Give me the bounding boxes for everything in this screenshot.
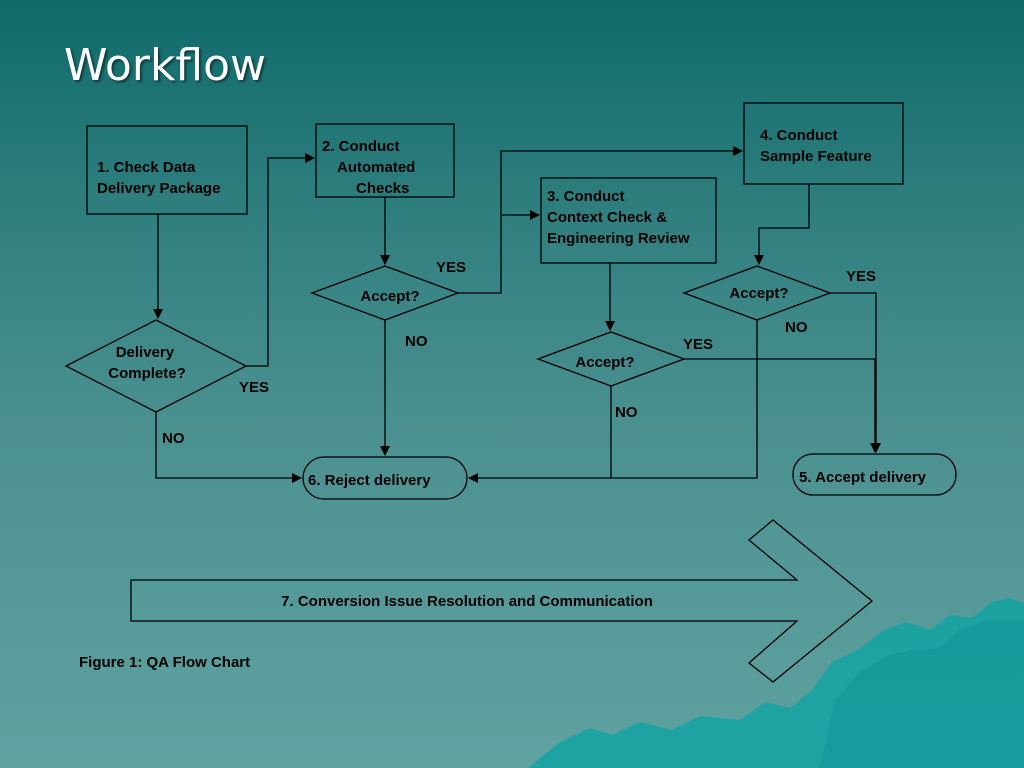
automated-checks-label: 2. Conduct Automated Checks [322,138,420,197]
connector-sample-no [611,320,758,479]
accept-label-automated: Accept? [360,288,419,305]
check-package-box [86,125,248,215]
sample-feature-box [743,102,904,185]
connector-context-no [468,386,612,483]
connector-sample-yes [830,292,881,453]
resolution-label: 7. Conversion Issue Resolution and Commu… [281,593,653,610]
accept-delivery-label: 5. Accept delivery [799,469,927,486]
connector-sample-to-accept [754,184,810,265]
reject-delivery-label: 6. Reject delivery [308,472,431,489]
mountain-highlight [820,620,1024,768]
context-check-box [540,177,717,264]
delivery-complete-label: Delivery Complete? [108,344,186,382]
connector-automated-yes-branch [458,146,743,294]
connector-complete-yes [246,153,315,367]
context-check-label: 3. Conduct Context Check & Engineering R… [547,188,690,247]
slide-title: Workflow [64,40,267,91]
reject-delivery-terminal [302,456,468,500]
no-label-complete: NO [162,430,185,447]
check-package-label: 1. Check Data Delivery Package [97,159,220,197]
connector-context-yes [684,358,880,453]
resolution-arrow [130,519,874,683]
yes-label-sample: YES [846,268,876,285]
yes-label-context: YES [683,336,713,353]
accept-label-sample: Accept? [729,285,788,302]
no-label-context: NO [615,404,638,421]
connector-complete-no [155,412,302,483]
figure-caption: Figure 1: QA Flow Chart [79,654,250,671]
accept-delivery-terminal [792,453,957,496]
no-label-automated: NO [405,333,428,350]
sample-feature-label: 4. Conduct Sample Feature [760,127,872,165]
yes-label-complete: YES [239,379,269,396]
yes-label-automated: YES [436,259,466,276]
no-label-sample: NO [785,319,808,336]
accept-label-context: Accept? [575,354,634,371]
